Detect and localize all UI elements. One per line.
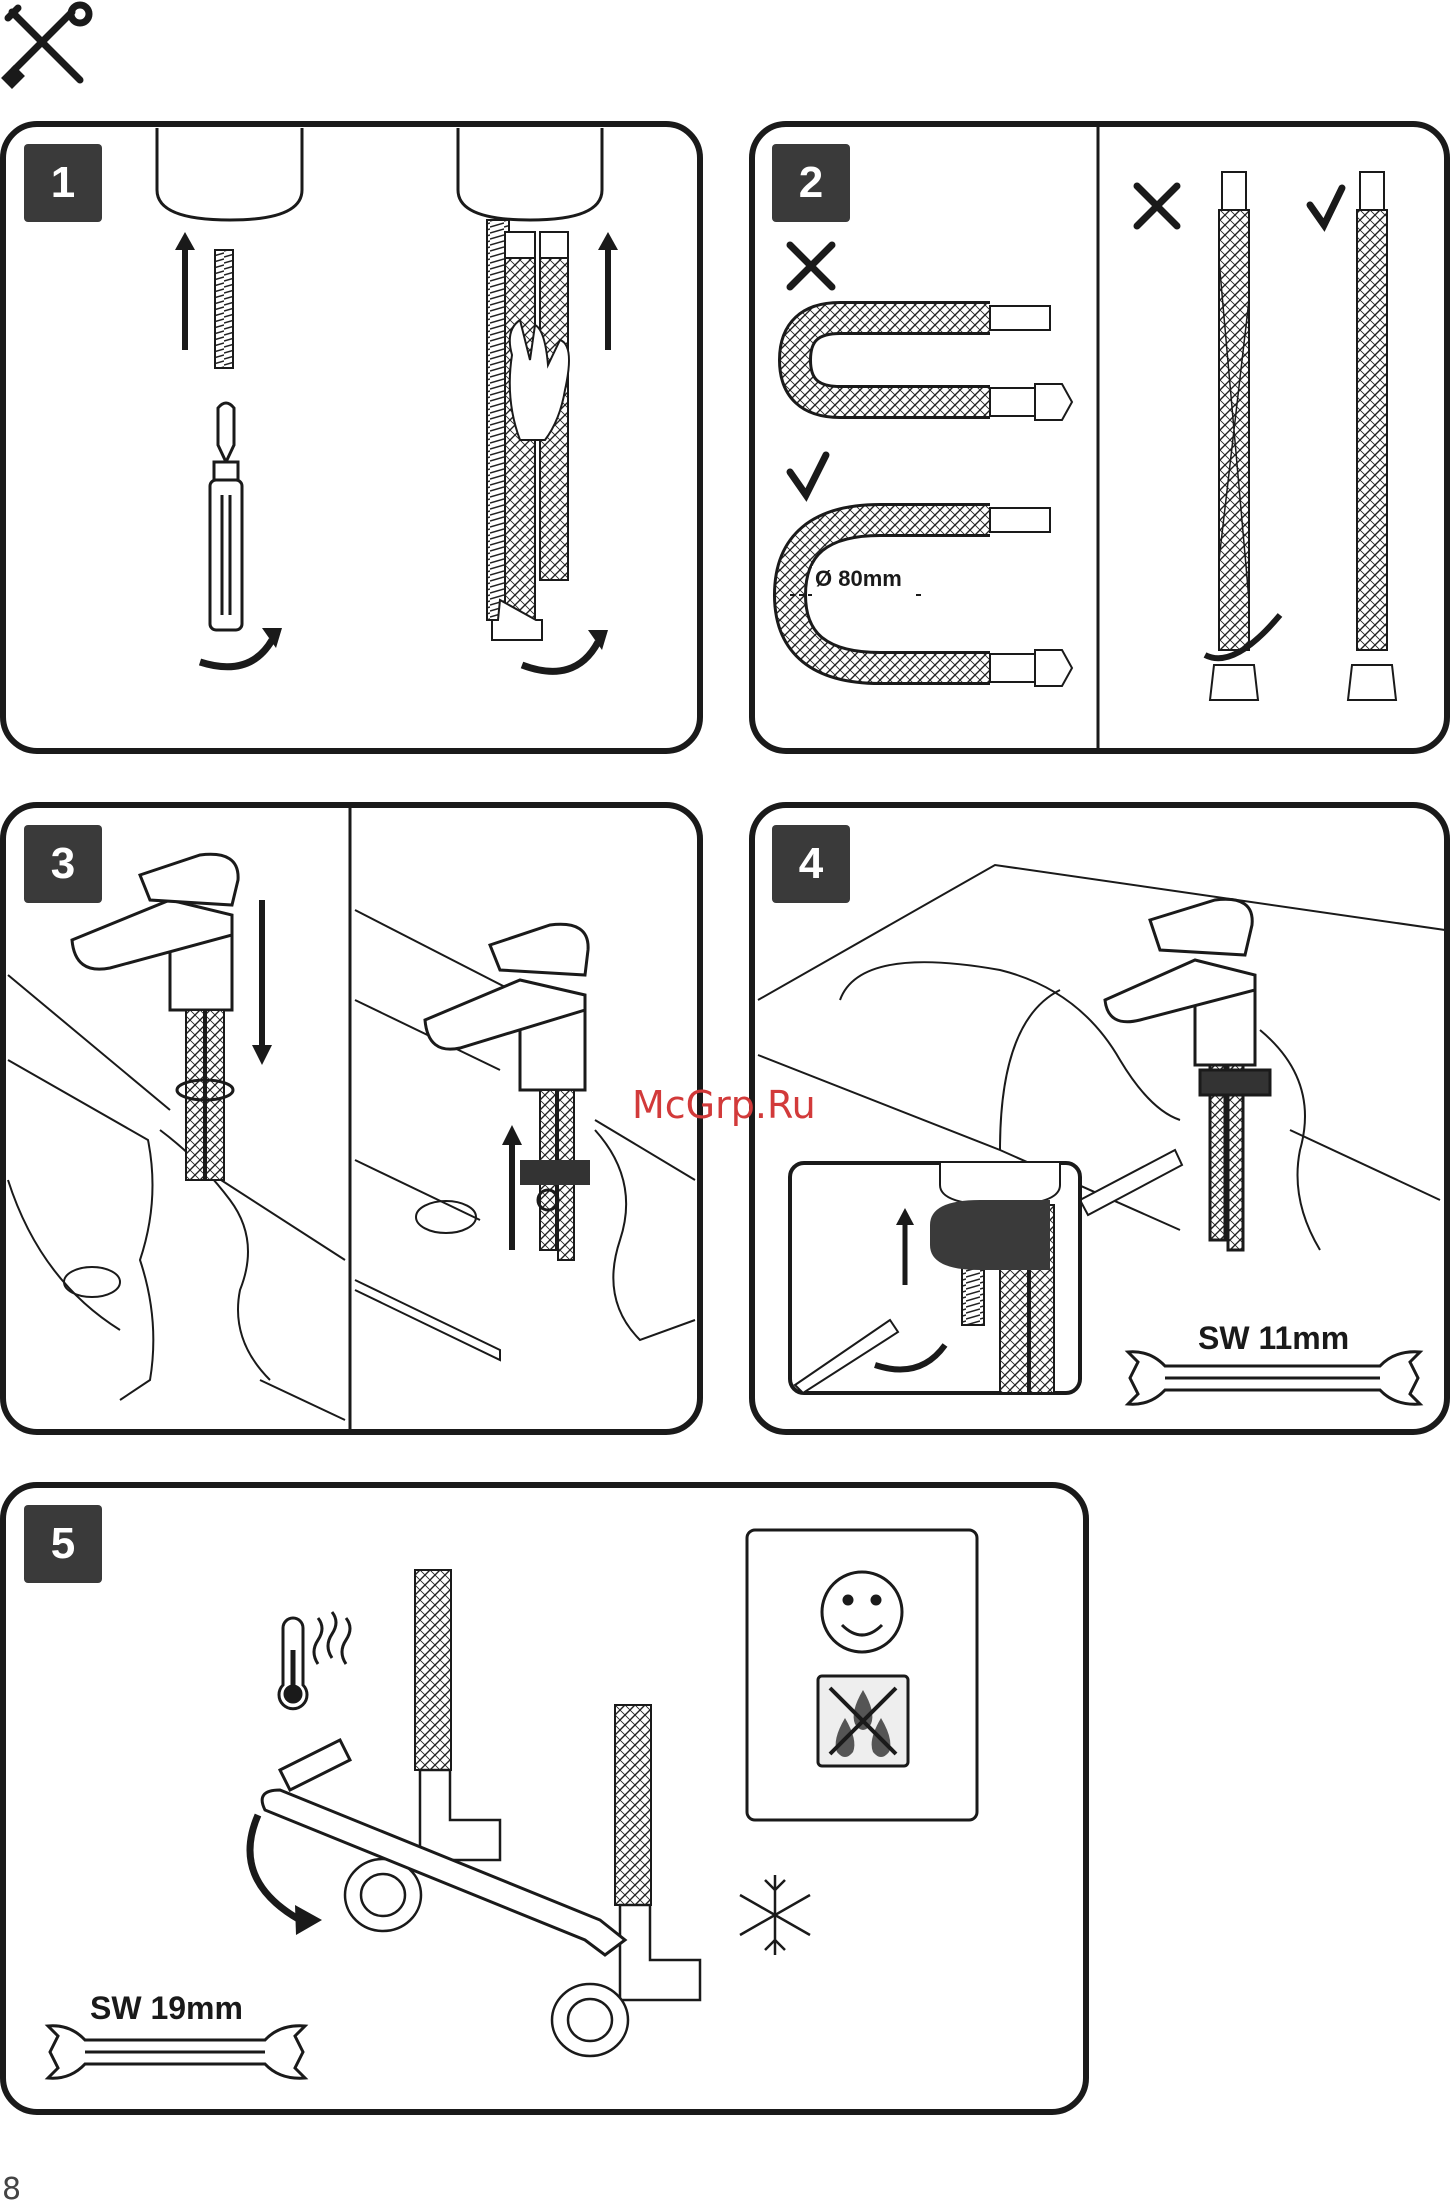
- faucet-base: [157, 128, 302, 220]
- step-1-badge: 1: [24, 144, 102, 222]
- detail-inset: [790, 1163, 1080, 1393]
- watermark: McGrp.Ru: [632, 1083, 816, 1127]
- step-4-badge: 4: [772, 825, 850, 903]
- step-2-badge: 2: [772, 144, 850, 222]
- hoses: [177, 1010, 233, 1180]
- wrench-size-label: SW 11mm: [1198, 1320, 1349, 1357]
- step-3-panel: [3, 805, 700, 1432]
- step-2-panel: [752, 124, 1447, 751]
- wrench-size-label: SW 19mm: [90, 1990, 243, 2027]
- page-number: 8: [2, 2172, 21, 2207]
- step-1-panel: [3, 124, 700, 751]
- diameter-label: Ø 80mm: [815, 566, 902, 592]
- step-3-badge: 3: [24, 825, 102, 903]
- tools-icon: [6, 5, 89, 84]
- step-5-badge: 5: [24, 1505, 102, 1583]
- leak-check-box: [747, 1530, 977, 1820]
- no-drip-icon: [818, 1676, 908, 1766]
- threaded-stud: [215, 250, 233, 368]
